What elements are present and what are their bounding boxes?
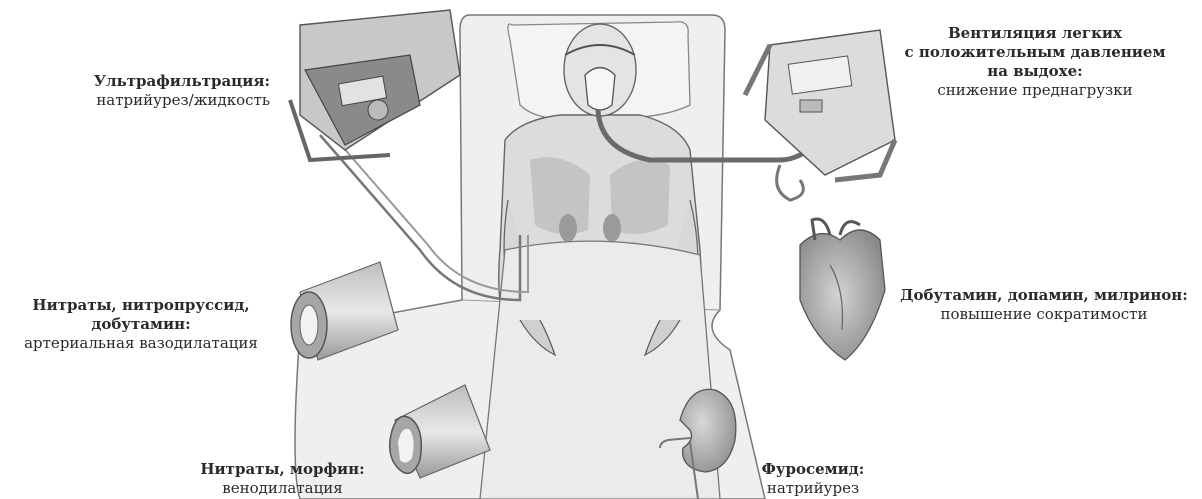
tube-loop [777,165,804,200]
ventilation-title-line-1: Вентиляция легких [900,24,1170,43]
dialysis-machine-icon [290,10,460,160]
nitrates-venous-title: Нитраты, морфин: [190,460,375,479]
furosemide-subtitle: натрийурез [748,479,878,498]
nitrates-arterial-title-line-2: добутамин: [0,315,282,334]
nitrates-venous-subtitle: венодилатация [190,479,375,498]
ventilation-subtitle: снижение преднагрузки [900,81,1170,100]
ultrafiltration-subtitle: натрийурез/жидкость [90,91,270,110]
ventilation-label: Вентиляция легких с положительным давлен… [900,24,1170,100]
ultrafiltration-label: Ультрафильтрация: натрийурез/жидкость [90,72,270,110]
ultrafiltration-title: Ультрафильтрация: [90,72,270,91]
inotropes-label: Добутамин, допамин, милринон: повышение … [890,286,1198,324]
furosemide-title: Фуросемид: [748,460,878,479]
ventilation-title-line-2: с положительным давлением [900,43,1170,62]
inotropes-title: Добутамин, допамин, милринон: [890,286,1198,305]
inotropes-subtitle: повышение сократимости [890,305,1198,324]
ventilation-title-line-3: на выдохе: [900,62,1170,81]
heart-icon [800,219,885,360]
nitrates-arterial-subtitle: артериальная вазодилатация [0,334,282,353]
nitrates-arterial-label: Нитраты, нитропруссид, добутамин: артери… [0,296,282,353]
furosemide-label: Фуросемид: натрийурез [748,460,878,498]
nitrates-arterial-title-line-1: Нитраты, нитропруссид, [0,296,282,315]
nitrates-venous-label: Нитраты, морфин: венодилатация [190,460,375,498]
